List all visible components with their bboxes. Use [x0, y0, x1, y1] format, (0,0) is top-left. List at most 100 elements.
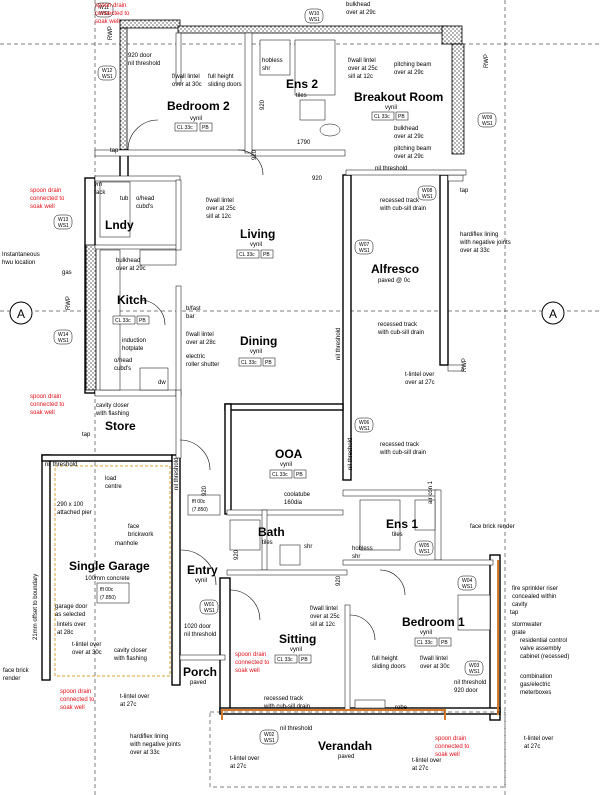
svg-text:920 door: 920 door	[454, 688, 478, 694]
svg-text:cubd's: cubd's	[136, 204, 153, 210]
svg-text:ffl 00c: ffl 00c	[100, 587, 114, 593]
svg-text:valve assembly: valve assembly	[520, 646, 561, 652]
svg-text:nil threshold: nil threshold	[128, 61, 160, 67]
svg-text:WS1: WS1	[359, 248, 370, 254]
svg-text:RWP: RWP	[484, 54, 490, 68]
svg-text:t-lintel over: t-lintel over	[120, 694, 149, 700]
svg-text:spoon drain: spoon drain	[235, 652, 266, 658]
svg-text:nil threshold: nil threshold	[45, 462, 77, 468]
svg-text:pitching beam: pitching beam	[394, 62, 431, 68]
svg-text:CL 33c: CL 33c	[177, 125, 193, 131]
svg-text:over at 25c: over at 25c	[348, 66, 378, 72]
svg-text:soak well: soak well	[235, 668, 260, 674]
svg-text:sill at 12c: sill at 12c	[310, 622, 335, 628]
svg-text:hotplate: hotplate	[122, 346, 144, 352]
svg-text:WS1: WS1	[422, 194, 433, 200]
svg-text:WS1: WS1	[204, 608, 215, 614]
svg-text:sliding doors: sliding doors	[372, 664, 406, 670]
room-bedroom2: Bedroom 2	[167, 99, 230, 113]
exterior-walls	[41, 19, 501, 721]
svg-text:f/wall lintel: f/wall lintel	[348, 58, 376, 64]
svg-text:920: 920	[202, 485, 208, 496]
room-ens2: Ens 2	[286, 77, 318, 91]
svg-text:CL 33c: CL 33c	[115, 318, 131, 324]
svg-text:recessed track: recessed track	[264, 696, 304, 702]
svg-text:hobless: hobless	[262, 58, 283, 64]
svg-text:soak well: soak well	[60, 705, 85, 711]
svg-text:air con 1: air con 1	[428, 480, 434, 504]
svg-text:tub: tub	[120, 196, 129, 202]
room-kitch: Kitch	[117, 293, 147, 307]
svg-text:shr: shr	[352, 554, 360, 560]
svg-text:with cub-sill drain: with cub-sill drain	[379, 450, 426, 456]
svg-text:grate: grate	[512, 630, 526, 636]
svg-text:coolatube: coolatube	[284, 492, 311, 498]
svg-text:f/wall lintel: f/wall lintel	[186, 332, 214, 338]
svg-text:920: 920	[252, 149, 258, 160]
svg-text:vynil: vynil	[190, 116, 202, 122]
svg-text:W11: W11	[99, 5, 109, 11]
svg-text:bulkhead: bulkhead	[394, 126, 418, 132]
svg-text:manhole: manhole	[115, 541, 139, 547]
svg-text:concealed within: concealed within	[512, 594, 556, 600]
svg-text:ffl 00c: ffl 00c	[192, 499, 206, 505]
garage-outline	[54, 465, 171, 677]
section-marker-right: A	[541, 301, 565, 325]
svg-text:PB: PB	[265, 360, 272, 366]
svg-text:cavity closer: cavity closer	[114, 648, 147, 654]
svg-text:hardiflex lining: hardiflex lining	[460, 232, 498, 238]
room-verandah: Verandah	[318, 739, 372, 753]
svg-text:soak well: soak well	[30, 410, 55, 416]
room-ooa: OOA	[275, 447, 303, 461]
svg-text:vynil: vynil	[195, 578, 207, 584]
svg-text:nil threshold: nil threshold	[336, 328, 342, 360]
svg-text:tap: tap	[510, 610, 519, 616]
svg-text:vynil: vynil	[420, 630, 432, 636]
svg-text:spoon drain: spoon drain	[30, 188, 61, 194]
svg-text:cabinet (recessed): cabinet (recessed)	[520, 654, 569, 660]
svg-text:with negative joints: with negative joints	[129, 742, 181, 748]
room-bedroom1: Bedroom 1	[402, 615, 465, 629]
svg-text:WS1: WS1	[102, 74, 113, 80]
svg-text:meterboxes: meterboxes	[520, 690, 551, 696]
svg-text:WS1: WS1	[58, 223, 69, 229]
svg-text:W06: W06	[359, 420, 370, 426]
svg-text:W08: W08	[422, 188, 433, 194]
svg-text:paved @ 0c: paved @ 0c	[378, 278, 410, 284]
svg-text:PB: PB	[139, 318, 146, 324]
svg-text:f/wall lintel: f/wall lintel	[206, 198, 234, 204]
svg-text:combination: combination	[520, 674, 552, 680]
svg-text:centre: centre	[105, 484, 122, 490]
svg-text:290 x 100: 290 x 100	[57, 502, 84, 508]
room-sitting: Sitting	[279, 632, 316, 646]
svg-text:over at 25c: over at 25c	[310, 614, 340, 620]
svg-text:as selected: as selected	[55, 612, 85, 618]
svg-text:connected to: connected to	[60, 697, 95, 703]
svg-text:vynil: vynil	[280, 462, 292, 468]
svg-text:shr: shr	[304, 544, 312, 550]
svg-text:CL 33c: CL 33c	[417, 640, 433, 646]
interior-walls	[94, 32, 494, 711]
svg-text:at 27c: at 27c	[524, 744, 540, 750]
svg-text:induction: induction	[122, 338, 146, 344]
svg-text:o/head: o/head	[136, 196, 154, 202]
svg-text:stormwater: stormwater	[512, 622, 542, 628]
svg-text:spoon drain: spoon drain	[435, 736, 466, 742]
svg-text:dw: dw	[158, 380, 166, 386]
svg-text:(7.850): (7.850)	[192, 507, 208, 513]
room-bath: Bath	[258, 525, 285, 539]
svg-text:with cub-sill drain: with cub-sill drain	[263, 704, 310, 710]
fixtures	[99, 39, 491, 709]
svg-text:tap: tap	[82, 432, 91, 438]
annotations: 920 door nil threshold bulkhead over at …	[2, 2, 569, 772]
svg-text:f/wall lintel: f/wall lintel	[310, 606, 338, 612]
svg-text:b/fast: b/fast	[186, 306, 201, 312]
svg-text:spoon drain: spoon drain	[60, 689, 91, 695]
svg-text:W12: W12	[102, 68, 113, 74]
svg-text:nil threshold: nil threshold	[174, 458, 180, 490]
svg-text:RWP: RWP	[462, 358, 468, 372]
svg-text:over at 28c: over at 28c	[186, 340, 216, 346]
svg-text:with negative joints: with negative joints	[459, 240, 511, 246]
ceiling-tags: CL 33c PB CL 33c PB CL 33c PB CL 33c PB …	[96, 111, 452, 664]
svg-text:cavity: cavity	[512, 602, 527, 608]
